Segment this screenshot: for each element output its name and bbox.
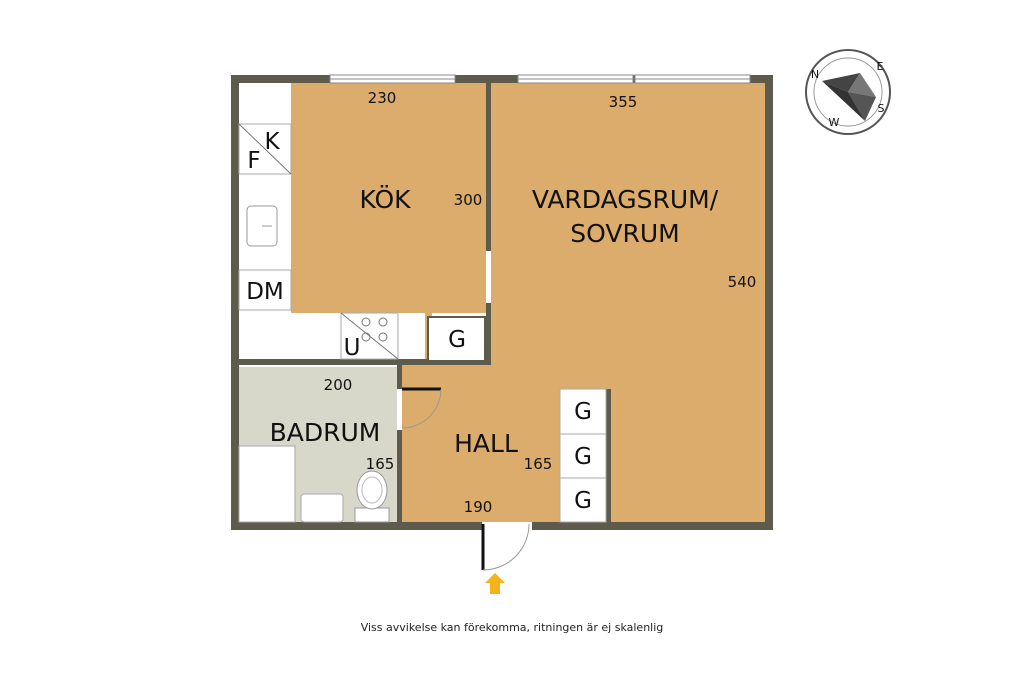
- dishwasher: DM: [238, 269, 292, 311]
- compass-w: W: [829, 116, 840, 129]
- freezer-label: F: [247, 148, 260, 174]
- kitchen-width: 230: [368, 89, 397, 107]
- entrance-door-swing: [482, 523, 530, 571]
- kitchen-name: KÖK: [359, 185, 411, 214]
- wall-wardrobe: [606, 389, 611, 522]
- living-name-line1: VARDAGSRUM/: [532, 185, 719, 214]
- wardrobe-label: G: [574, 399, 592, 425]
- wall-bath-hall: [397, 365, 402, 389]
- wall-kitchen-living: [486, 83, 491, 251]
- entrance-opening: [482, 522, 532, 530]
- wardrobe-label: G: [574, 444, 592, 470]
- wardrobe-label: G: [574, 488, 592, 514]
- sink: [246, 205, 278, 247]
- bath-sink: [300, 493, 344, 523]
- living-width: 355: [609, 93, 638, 111]
- fridge-label: K: [264, 129, 280, 155]
- hall-width: 190: [464, 498, 493, 516]
- wall-kitchen-living-lower: [486, 303, 491, 365]
- living-depth: 540: [728, 273, 757, 291]
- footer-note: Viss avvikelse kan förekomma, ritningen …: [360, 621, 664, 634]
- entrance-arrow-icon: [485, 573, 505, 594]
- wardrobe-hall-top: G: [427, 316, 486, 362]
- wall-kitchen-bath: [239, 359, 490, 365]
- toilet-icon: [354, 470, 390, 523]
- wardrobe-label: G: [448, 327, 466, 353]
- fridge-freezer: K F: [238, 123, 292, 175]
- living-room-floor: [491, 83, 765, 522]
- bath-door-swing: [401, 388, 442, 429]
- wardrobe-1: G: [559, 388, 607, 435]
- bath-name: BADRUM: [270, 418, 381, 447]
- hall-name: HALL: [454, 429, 518, 458]
- compass-s: S: [878, 102, 885, 115]
- living-name-line2: SOVRUM: [570, 219, 679, 248]
- bath-width: 200: [324, 376, 353, 394]
- compass-n: N: [811, 68, 819, 81]
- compass-e: E: [877, 60, 884, 73]
- wall-bath-hall-lower: [397, 430, 402, 522]
- stove-oven: U: [340, 312, 399, 361]
- oven-label: U: [344, 335, 361, 361]
- kitchen-depth: 300: [454, 191, 483, 209]
- bath-depth: 165: [366, 455, 395, 473]
- wardrobe-2: G: [559, 433, 607, 479]
- dishwasher-label: DM: [246, 279, 284, 305]
- hall-depth: 165: [524, 455, 553, 473]
- kitchen-floor: [291, 83, 486, 313]
- compass-icon: N E S W: [805, 49, 891, 135]
- shower-area: [238, 445, 296, 523]
- wardrobe-3: G: [559, 477, 607, 523]
